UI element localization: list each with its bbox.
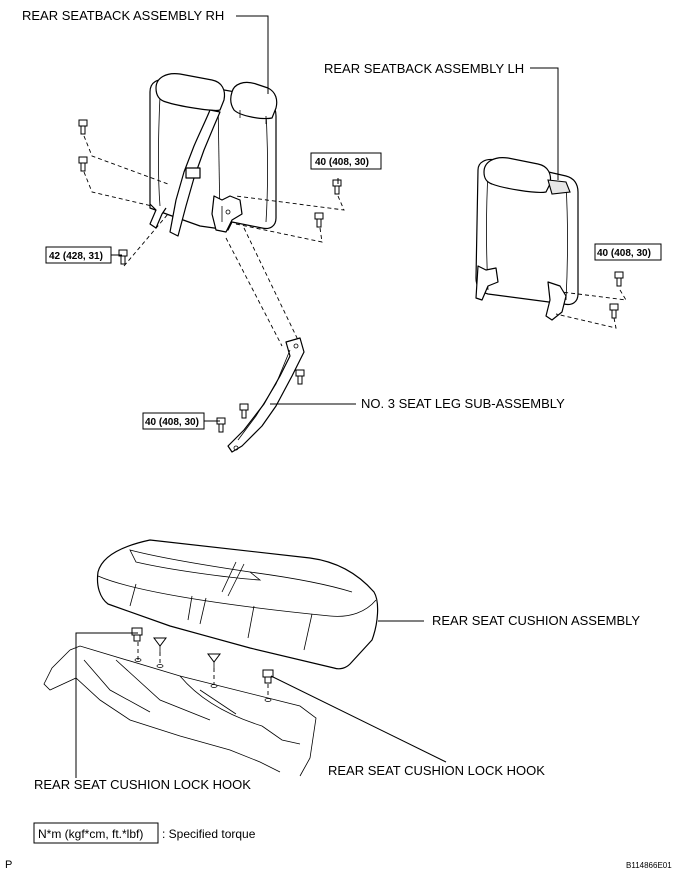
bolt — [78, 156, 88, 172]
rear-seatback-lh-illustration — [475, 157, 627, 329]
torque-box-lh: 40 (408, 30) — [594, 243, 662, 261]
bolt — [239, 403, 249, 419]
rear-seatback-rh-illustration — [149, 73, 278, 237]
torque-box-rh-left: 42 (428, 31) — [45, 246, 112, 264]
bolt — [614, 271, 624, 287]
torque-box-leg: 40 (408, 30) — [142, 412, 205, 430]
legend-box-text: N*m (kgf*cm, ft.*lbf) — [38, 827, 143, 841]
label-lock-hook-right: REAR SEAT CUSHION LOCK HOOK — [328, 763, 545, 778]
bolt — [332, 179, 342, 195]
torque-box-rh-right: 40 (408, 30) — [310, 152, 382, 170]
seat-leg-illustration — [216, 227, 305, 453]
bolt — [609, 303, 619, 319]
bolt — [295, 369, 305, 385]
bolt — [314, 212, 324, 228]
torque-value: 40 (408, 30) — [145, 417, 199, 428]
lock-hook — [153, 637, 167, 652]
label-rear-seat-cushion: REAR SEAT CUSHION ASSEMBLY — [432, 613, 640, 628]
torque-value: 40 (408, 30) — [315, 157, 369, 168]
bolt — [78, 119, 88, 135]
lock-hook — [131, 627, 143, 642]
rear-seat-cushion-illustration — [96, 539, 379, 670]
figure-code: B114866E01 — [626, 861, 672, 870]
bolt — [118, 249, 128, 265]
label-lock-hook-left: REAR SEAT CUSHION LOCK HOOK — [34, 777, 251, 792]
vehicle-floor-illustration — [43, 627, 317, 777]
label-rear-seatback-rh: REAR SEATBACK ASSEMBLY RH — [22, 8, 224, 23]
legend-description: : Specified torque — [162, 827, 256, 841]
torque-value: 40 (408, 30) — [597, 248, 651, 259]
leader-lines — [75, 15, 559, 778]
torque-legend: N*m (kgf*cm, ft.*lbf) : Specified torque — [33, 822, 256, 844]
label-rear-seatback-lh: REAR SEATBACK ASSEMBLY LH — [324, 61, 524, 76]
footer-left-mark: P — [5, 859, 12, 871]
lock-hook — [207, 653, 221, 668]
torque-value: 42 (428, 31) — [49, 251, 103, 262]
bolt — [216, 417, 226, 433]
rh-bolts — [78, 119, 345, 267]
label-seat-leg: NO. 3 SEAT LEG SUB-ASSEMBLY — [361, 396, 565, 411]
lock-hook — [262, 669, 274, 684]
